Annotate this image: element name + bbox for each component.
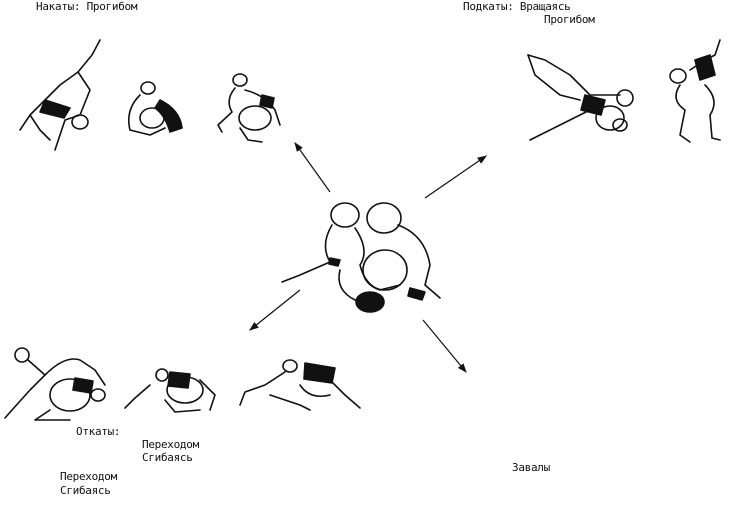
rollbacks-a-line2: Сгибаясь	[142, 451, 193, 464]
undercuts-figure-1	[527, 54, 634, 141]
rolls-over-figure-1	[19, 39, 101, 151]
rollbacks-label: Откаты:	[76, 425, 121, 438]
rollbacks-figure-1	[4, 347, 106, 421]
arrow-down-right	[422, 319, 467, 373]
rollbacks-figure-2	[124, 368, 216, 413]
rolls-over-label: Накаты: Прогибом	[36, 0, 138, 13]
rolls-over-figure-3	[217, 73, 281, 143]
rollbacks-b-line1: Переходом	[60, 470, 117, 483]
undercuts-sublabel: Прогибом	[544, 13, 595, 26]
rollbacks-figure-3	[239, 359, 361, 411]
arrow-up-left	[294, 142, 331, 193]
rollbacks-b-line2: Сгибаясь	[60, 484, 111, 497]
rollbacks-a-line1: Переходом	[142, 438, 199, 451]
arrow-down-left	[249, 289, 301, 331]
takedowns-label: Завалы	[512, 461, 550, 474]
undercuts-figure-2	[669, 39, 721, 143]
undercuts-label: Подкаты: Вращаясь	[463, 0, 571, 13]
arrow-up-right	[424, 155, 487, 199]
rolls-over-figure-2	[127, 81, 183, 136]
central-wrestlers-figure	[281, 202, 441, 313]
